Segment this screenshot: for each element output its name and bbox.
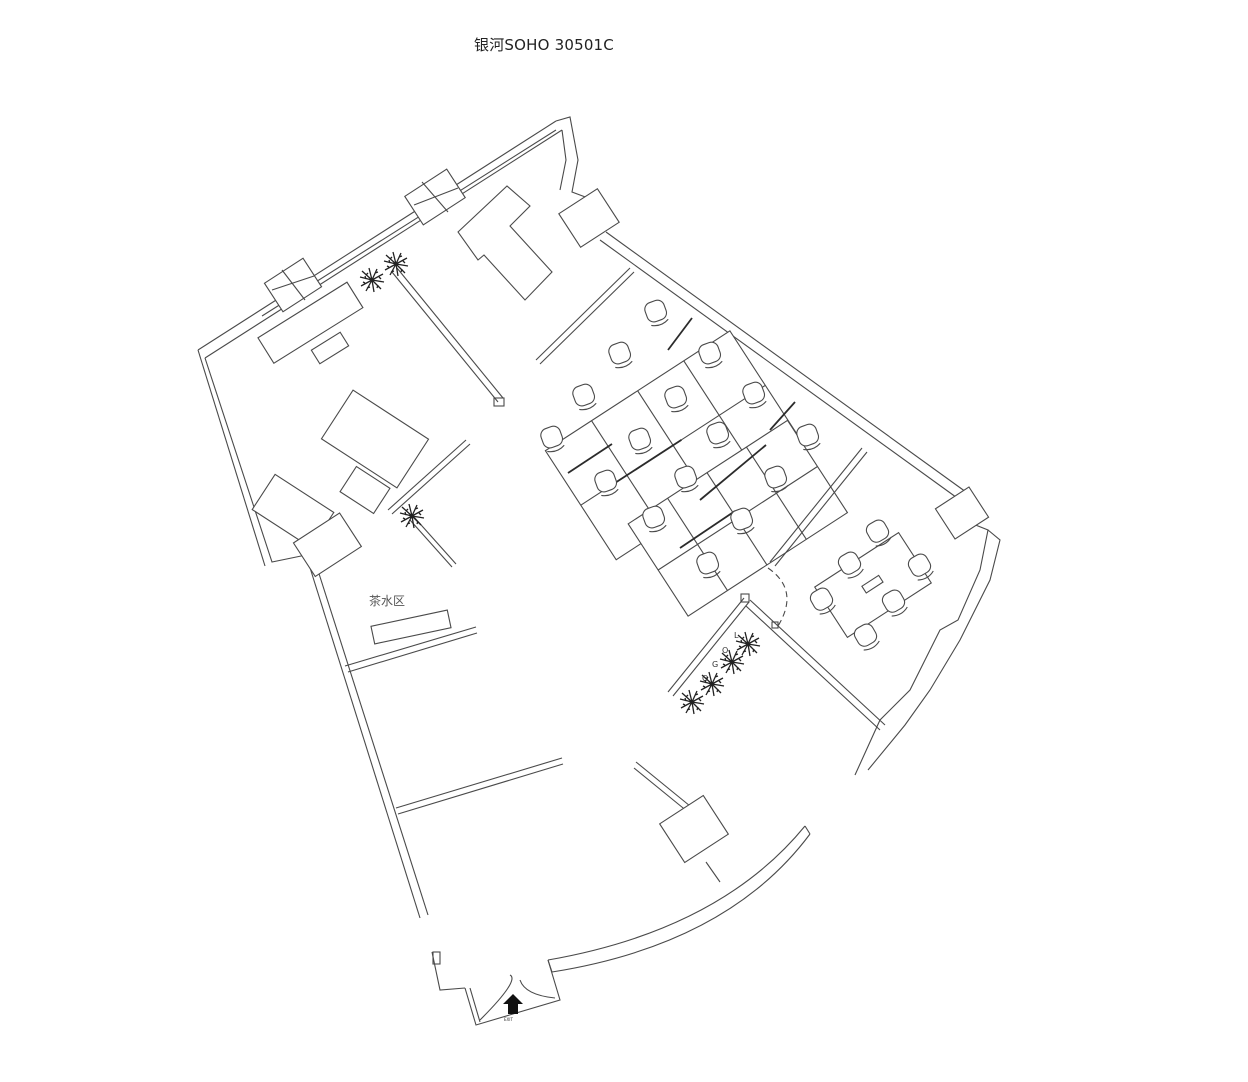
- exit-sign: EXIT: [504, 1017, 513, 1022]
- logo-letter: L: [734, 631, 739, 640]
- window-units: [263, 168, 466, 313]
- plant-icon: [359, 267, 385, 293]
- logo-letter: O: [722, 646, 728, 655]
- manager-office: [251, 267, 505, 578]
- plant-icon: [735, 631, 761, 657]
- entrance-arrow-icon: [503, 994, 523, 1014]
- plant-icon: [399, 503, 425, 529]
- workstation-area: [538, 297, 849, 617]
- logo-wall: [667, 593, 750, 697]
- meeting-room: [745, 447, 990, 731]
- plant-icon: [679, 689, 705, 715]
- lower-rooms: [395, 757, 730, 883]
- tea-area: [344, 609, 478, 673]
- plant-icon: [719, 649, 745, 675]
- logo-letter: G: [712, 660, 718, 669]
- plant-icon: [383, 251, 409, 277]
- outer-walls: [197, 116, 1001, 1026]
- plant-icon: [699, 671, 725, 697]
- tea-area-label: 茶水区: [369, 593, 405, 608]
- page-title: 银河SOHO 30501C: [474, 36, 614, 54]
- second-office: [457, 185, 635, 365]
